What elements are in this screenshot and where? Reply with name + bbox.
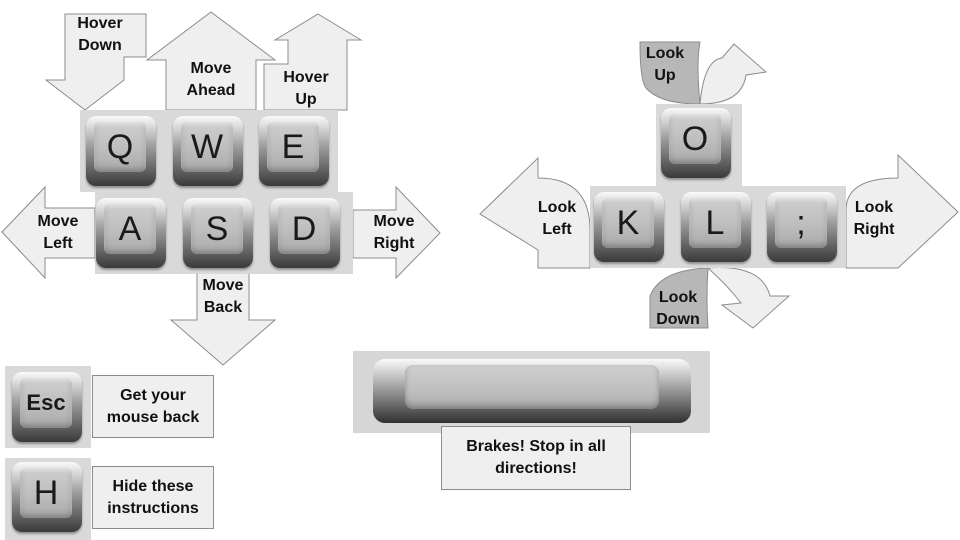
h-description-box: Hide these instructions <box>92 466 214 529</box>
key-s: S <box>183 198 253 268</box>
key-d: D <box>270 198 340 268</box>
move-left-label: Move Left <box>20 210 96 256</box>
spacebar-key <box>373 359 691 423</box>
hover-down-line2: Down <box>78 37 122 54</box>
key-h-label: H <box>20 468 72 518</box>
look-up-line1: Look <box>645 45 685 62</box>
look-left-line2: Left <box>542 221 572 238</box>
move-back-line2: Back <box>203 299 243 316</box>
move-right-line2: Right <box>373 235 415 252</box>
esc-description-line1: Get your <box>120 386 186 404</box>
key-e: E <box>259 116 329 186</box>
move-ahead-line2: Ahead <box>186 82 236 99</box>
esc-description-box: Get your mouse back <box>92 375 214 438</box>
hover-up-line2: Up <box>295 91 317 108</box>
hover-up-label: Hover Up <box>266 66 346 112</box>
look-down-label: Look Down <box>646 286 710 332</box>
spacebar-pad <box>353 351 710 433</box>
look-right-label: Look Right <box>840 196 908 242</box>
h-description-line1: Hide these <box>112 477 194 495</box>
move-right-label: Move Right <box>354 210 434 256</box>
move-right-line1: Move <box>373 213 415 230</box>
spacebar-face <box>405 365 659 409</box>
spacebar-description-box: Brakes! Stop in all directions! <box>441 426 631 490</box>
look-left-label: Look Left <box>522 196 592 242</box>
move-ahead-line1: Move <box>190 60 232 77</box>
hover-up-line1: Hover <box>283 69 329 86</box>
move-back-arrow <box>169 271 277 366</box>
esc-description-line2: mouse back <box>106 408 200 426</box>
look-down-arrow <box>649 267 791 329</box>
key-q: Q <box>86 116 156 186</box>
key-w-label: W <box>181 122 233 172</box>
move-ahead-label: Move Ahead <box>166 57 256 103</box>
hover-down-label: Hover Down <box>62 12 138 58</box>
h-description-line2: instructions <box>107 499 199 517</box>
look-down-line1: Look <box>658 289 698 306</box>
key-l: L <box>681 192 751 262</box>
look-up-arrow <box>639 41 768 105</box>
move-back-line1: Move <box>202 277 244 294</box>
key-esc: Esc <box>12 372 82 442</box>
hover-up-arrow <box>263 13 363 111</box>
move-left-line1: Move <box>37 213 79 230</box>
look-right-line2: Right <box>853 221 895 238</box>
look-up-line2: Up <box>654 67 676 84</box>
key-d-label: D <box>278 204 330 254</box>
key-o-label: O <box>669 114 721 164</box>
key-w: W <box>173 116 243 186</box>
key-q-label: Q <box>94 122 146 172</box>
key-e-label: E <box>267 122 319 172</box>
move-right-arrow <box>352 185 441 280</box>
look-left-line1: Look <box>537 199 577 216</box>
key-k: K <box>594 192 664 262</box>
move-left-line2: Left <box>43 235 73 252</box>
key-esc-label: Esc <box>20 378 72 428</box>
key-a: A <box>96 198 166 268</box>
key-s-label: S <box>191 204 243 254</box>
key-o: O <box>661 108 731 178</box>
spacebar-description-line1: Brakes! Stop in all <box>466 438 606 455</box>
look-down-line2: Down <box>656 311 700 328</box>
look-right-line1: Look <box>854 199 894 216</box>
spacebar-description-line2: directions! <box>495 460 577 477</box>
key-a-label: A <box>104 204 156 254</box>
key-semicolon: ; <box>767 192 837 262</box>
key-h: H <box>12 462 82 532</box>
hover-down-arrow <box>44 13 147 111</box>
key-k-label: K <box>602 198 654 248</box>
key-semicolon-label: ; <box>775 198 827 248</box>
move-back-label: Move Back <box>188 274 258 320</box>
look-right-arrow <box>845 153 959 269</box>
hover-down-line1: Hover <box>77 15 123 32</box>
key-l-label: L <box>689 198 741 248</box>
look-up-label: Look Up <box>634 42 696 88</box>
look-left-arrow <box>479 156 591 269</box>
